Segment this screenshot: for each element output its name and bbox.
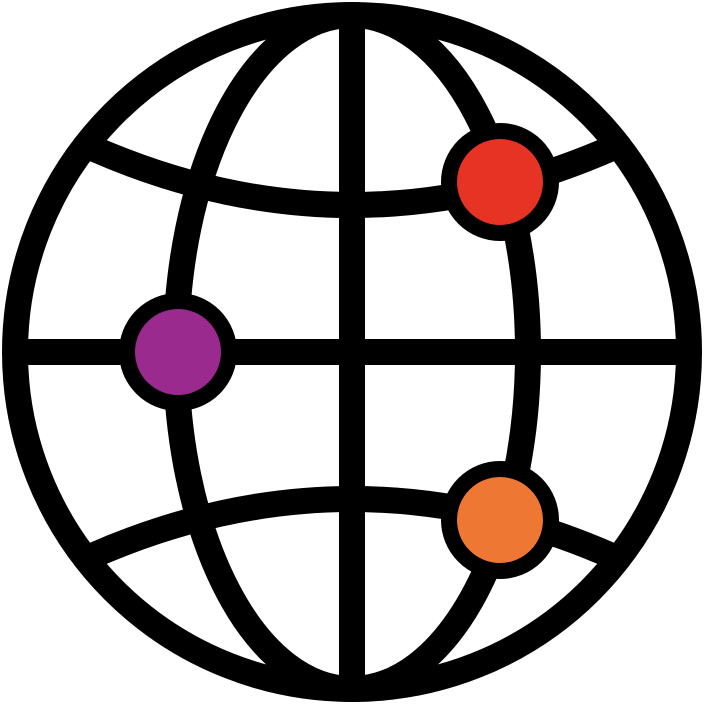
node-red <box>441 123 559 241</box>
node-orange <box>441 461 559 579</box>
node-purple <box>119 293 237 411</box>
